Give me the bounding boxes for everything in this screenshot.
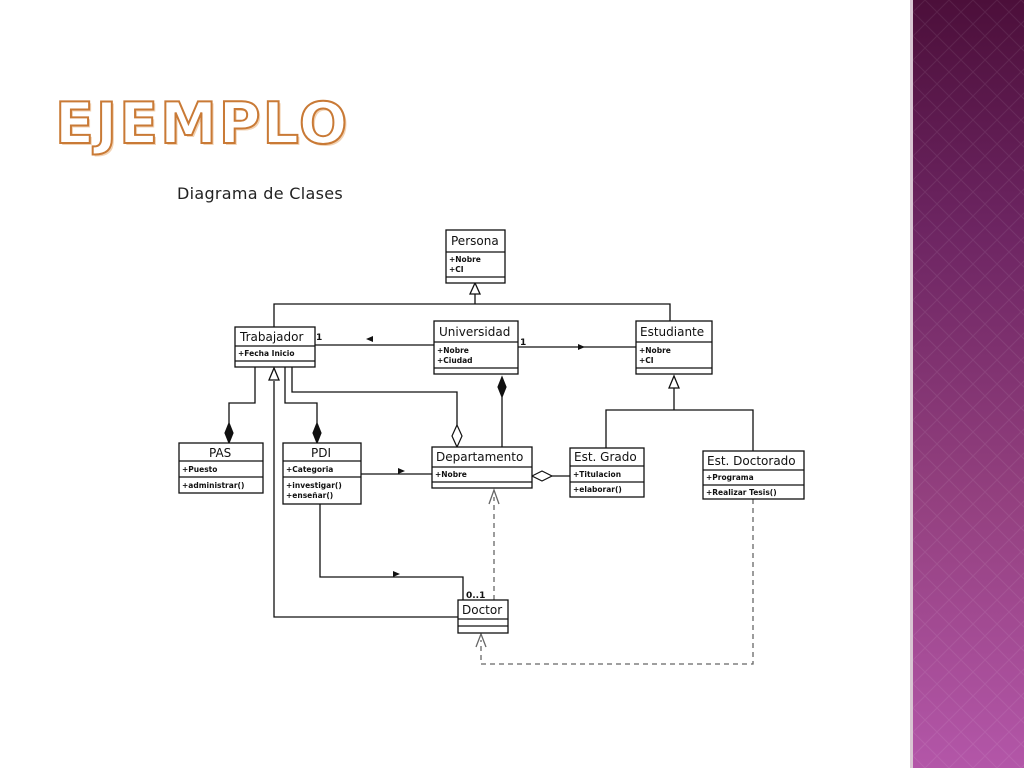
hollow-diamond-departamento <box>451 423 463 449</box>
dep-arrowhead-doctor <box>475 632 487 648</box>
class-universidad: Universidad +Nobre +Ciudad <box>433 320 519 375</box>
attr-departamento-1: +Nobre <box>435 470 467 479</box>
method-est-grado-1: +elaborar() <box>573 485 622 494</box>
composition-pas <box>228 367 256 423</box>
class-name-est-grado: Est. Grado <box>574 450 637 464</box>
attr-estudiante-2: +CI <box>639 356 654 365</box>
class-name-departamento: Departamento <box>436 450 523 464</box>
method-pas-1: +administrar() <box>182 481 244 490</box>
triangle-trabajador <box>268 366 280 381</box>
dependency-lines <box>480 497 754 665</box>
diagram-title: Diagrama de Clases <box>177 184 344 203</box>
attr-universidad-2: +Ciudad <box>437 356 473 365</box>
diamond-pattern <box>913 0 1024 768</box>
triangle-persona <box>468 281 482 295</box>
small-arrowheads <box>366 336 585 577</box>
class-pdi: PDI +Categoria +investigar() +enseñar() <box>282 442 362 505</box>
generalization-triangles <box>268 281 680 389</box>
attr-universidad-1: +Nobre <box>437 346 469 355</box>
attr-persona-1: +Nobre <box>449 255 481 264</box>
class-name-pdi: PDI <box>311 446 331 460</box>
attr-pas-1: +Puesto <box>182 465 217 474</box>
attr-est-doctorado-1: +Programa <box>706 473 754 482</box>
generalization-persona <box>273 294 671 327</box>
diamonds <box>224 375 554 482</box>
class-est-grado: Est. Grado +Titulacion +elaborar() <box>569 447 645 498</box>
class-departamento: Departamento +Nobre <box>431 446 533 489</box>
aggregation-departamento <box>291 367 458 425</box>
class-pas: PAS +Puesto +administrar() <box>178 442 264 494</box>
diagram-connectors <box>228 294 754 618</box>
class-name-universidad: Universidad <box>439 325 510 339</box>
method-pdi-1: +investigar() <box>286 481 342 490</box>
class-name-persona: Persona <box>451 234 499 248</box>
class-estudiante: Estudiante +Nobre +CI <box>635 320 713 375</box>
class-diagram: 1 1 0..1 Persona +Nobre +CI Trabajador +… <box>178 229 805 665</box>
attr-pdi-1: +Categoria <box>286 465 333 474</box>
arrow-to-estudiante <box>578 344 585 350</box>
class-est-doctorado: Est. Doctorado +Programa +Realizar Tesis… <box>702 450 805 500</box>
side-panel-edge <box>910 0 913 768</box>
mult-universidad: 1 <box>520 338 526 348</box>
dependency-arrowheads <box>475 488 500 648</box>
arrow-to-trabajador <box>366 336 373 342</box>
class-name-doctor: Doctor <box>462 603 502 617</box>
class-trabajador: Trabajador +Fecha Inicio <box>234 326 316 368</box>
class-doctor: Doctor <box>457 599 509 634</box>
assoc-pdi-doctor <box>319 504 464 600</box>
decorative-side-panel <box>913 0 1024 768</box>
arrow-to-doctor <box>393 571 400 577</box>
class-name-trabajador: Trabajador <box>239 330 303 344</box>
attr-est-grado-1: +Titulacion <box>573 470 621 479</box>
mult-trabajador: 1 <box>316 333 322 343</box>
generalization-estudiante <box>605 388 754 451</box>
attr-estudiante-1: +Nobre <box>639 346 671 355</box>
dep-arrowhead-departamento <box>488 488 500 505</box>
class-name-est-doctorado: Est. Doctorado <box>707 454 796 468</box>
filled-diamond-pdi <box>312 421 322 445</box>
filled-diamond-universidad <box>497 375 507 399</box>
method-pdi-2: +enseñar() <box>286 491 333 500</box>
class-name-pas: PAS <box>209 446 231 460</box>
arrow-to-departamento <box>398 468 405 474</box>
mult-doctor: 0..1 <box>466 591 485 601</box>
hollow-diamond-est-grado <box>530 470 554 482</box>
slide-title: EJEMPLO <box>54 91 350 157</box>
generalization-doctor-trabajador <box>273 381 458 618</box>
class-persona: Persona +Nobre +CI <box>445 229 506 284</box>
attr-trabajador-1: +Fecha Inicio <box>238 349 295 358</box>
method-est-doctorado-1: +Realizar Tesis() <box>706 488 777 497</box>
triangle-estudiante <box>668 374 680 389</box>
class-name-estudiante: Estudiante <box>640 325 704 339</box>
dependency-doctorado-doctor <box>480 499 754 665</box>
filled-diamond-pas <box>224 421 234 445</box>
attr-persona-2: +CI <box>449 265 464 274</box>
composition-pdi <box>284 367 318 423</box>
